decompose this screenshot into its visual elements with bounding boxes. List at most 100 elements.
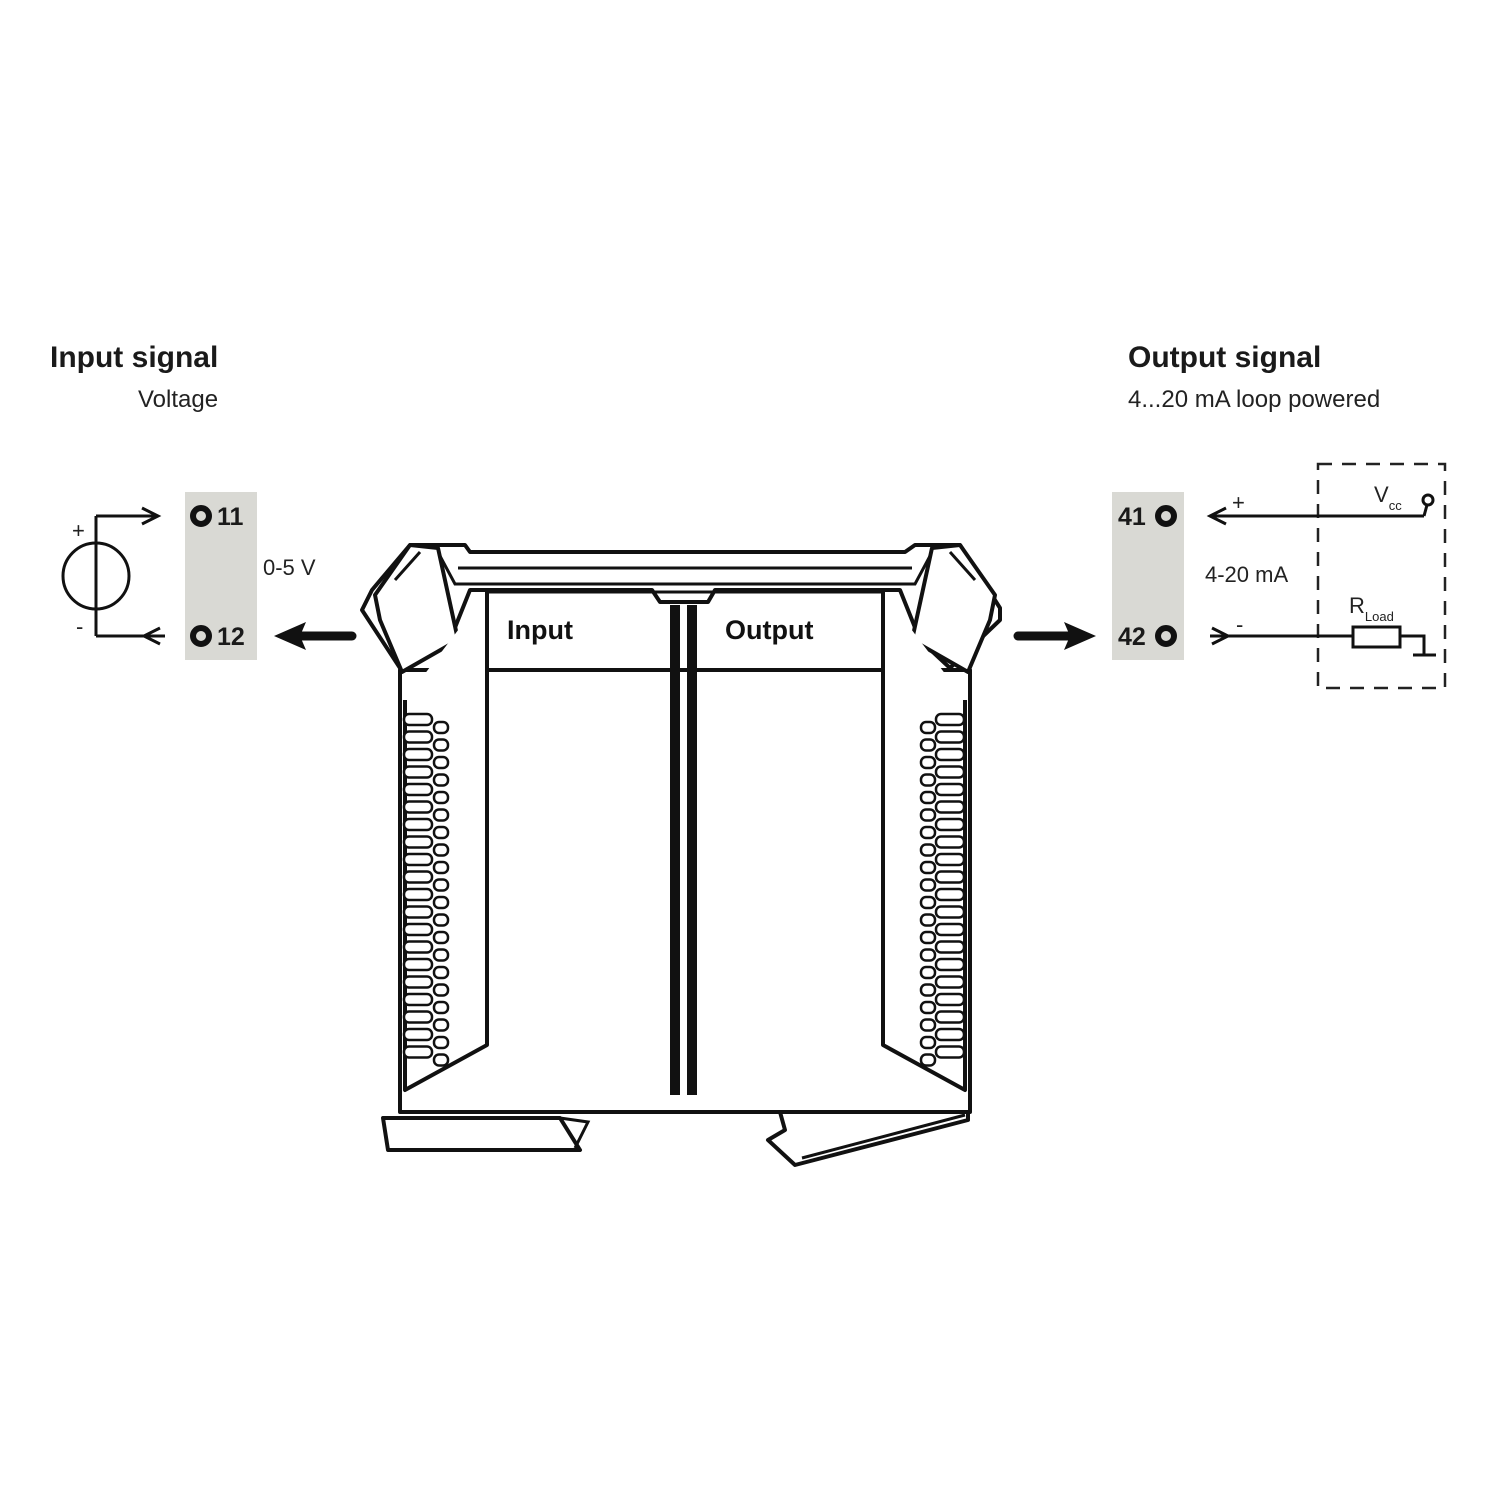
- rload-label: RLoad: [1349, 593, 1394, 624]
- vent-slot: [934, 747, 966, 762]
- vent-slot: [402, 817, 434, 832]
- vent-slot: [919, 930, 937, 945]
- vent-slot: [402, 800, 434, 814]
- vent-slot: [934, 782, 966, 797]
- vent-slot: [402, 1027, 434, 1042]
- vent-slot: [934, 765, 966, 779]
- terminal-12-icon: [190, 625, 212, 647]
- vent-slot: [402, 870, 434, 884]
- separator-bar: [670, 605, 680, 1095]
- din-rail-module: [360, 543, 1002, 1167]
- vent-slot: [432, 843, 450, 857]
- input-minus-label: -: [76, 614, 83, 639]
- vent-slot: [919, 965, 937, 980]
- vent-slot: [934, 730, 966, 744]
- vent-slot: [919, 878, 937, 892]
- vcc-label: Vcc: [1374, 482, 1402, 513]
- vent-slot: [432, 1053, 450, 1067]
- terminal-11-label: 11: [217, 503, 244, 531]
- vent-slot: [934, 1045, 966, 1059]
- vent-slot: [919, 860, 937, 875]
- vent-slot: [402, 1045, 434, 1059]
- vent-slot: [402, 1010, 434, 1024]
- rload-text: R: [1349, 593, 1365, 618]
- output-plus-label: +: [1232, 490, 1245, 515]
- vent-slot: [919, 983, 937, 997]
- vent-slot: [919, 825, 937, 840]
- input-signal-title: Input signal: [50, 341, 218, 374]
- vent-slot: [402, 887, 434, 902]
- output-signal-subtitle: 4...20 mA loop powered: [1128, 386, 1380, 413]
- arrow-left-icon: [274, 622, 357, 650]
- vent-slot: [402, 922, 434, 937]
- vent-slot: [432, 790, 450, 805]
- vent-slot: [934, 870, 966, 884]
- vent-slot: [402, 852, 434, 867]
- input-signal-subtitle: Voltage: [138, 386, 218, 413]
- vcc-text: V: [1374, 482, 1389, 507]
- vent-slot: [919, 1000, 937, 1015]
- vent-slot: [432, 860, 450, 875]
- vent-slot: [919, 1035, 937, 1050]
- terminal-41-label: 41: [1118, 503, 1146, 531]
- separator-bar: [687, 605, 697, 1095]
- vent-slot: [934, 712, 966, 727]
- vent-slot: [432, 1035, 450, 1050]
- vent-slot: [402, 992, 434, 1007]
- input-range-label: 0-5 V: [263, 555, 316, 580]
- vent-slot: [432, 825, 450, 840]
- vcc-subscript: cc: [1389, 498, 1403, 513]
- vent-slot: [934, 817, 966, 832]
- vent-slot: [919, 1018, 937, 1032]
- vent-slot: [934, 852, 966, 867]
- vent-slot: [934, 922, 966, 937]
- vent-slot: [934, 800, 966, 814]
- vent-slot: [432, 965, 450, 980]
- output-signal-title: Output signal: [1128, 341, 1321, 374]
- arrow-right-icon: [1013, 622, 1096, 650]
- vent-slot: [432, 738, 450, 752]
- vent-slot: [919, 948, 937, 962]
- vent-slot: [934, 905, 966, 919]
- vent-slot: [919, 895, 937, 910]
- vent-slot: [934, 1010, 966, 1024]
- terminal-42-label: 42: [1118, 623, 1146, 651]
- vent-slot: [402, 975, 434, 989]
- vent-slot: [402, 957, 434, 972]
- vent-slot: [432, 755, 450, 770]
- vent-slot: [432, 773, 450, 787]
- vent-slot: [934, 975, 966, 989]
- input-plus-label: +: [72, 518, 85, 543]
- vent-slot: [432, 930, 450, 945]
- vent-slot: [919, 808, 937, 822]
- vent-slot: [402, 747, 434, 762]
- vent-slot: [432, 1000, 450, 1015]
- vent-slot: [919, 913, 937, 927]
- device-output-label: Output: [725, 615, 813, 645]
- vent-slot: [919, 755, 937, 770]
- vcc-terminal-icon: [1421, 493, 1435, 507]
- vent-slot: [432, 1018, 450, 1032]
- vent-slot: [934, 940, 966, 954]
- vent-slot: [919, 720, 937, 735]
- vent-slot: [402, 940, 434, 954]
- output-minus-label: -: [1236, 612, 1243, 637]
- vent-slot: [402, 782, 434, 797]
- terminal-12-label: 12: [217, 623, 245, 651]
- vent-slot: [402, 835, 434, 849]
- terminal-41-icon: [1155, 505, 1177, 527]
- vent-slot: [934, 887, 966, 902]
- vent-slots-left: [402, 712, 450, 1067]
- vent-slot: [402, 730, 434, 744]
- vent-slot: [432, 895, 450, 910]
- terminal-11-icon: [190, 505, 212, 527]
- vent-slot: [402, 712, 434, 727]
- vent-slot: [432, 913, 450, 927]
- voltage-source-icon: [61, 506, 165, 646]
- output-range-label: 4-20 mA: [1205, 562, 1288, 587]
- vent-slot: [919, 773, 937, 787]
- vent-slot: [919, 738, 937, 752]
- vent-slot: [934, 992, 966, 1007]
- vent-slots-right: [919, 712, 966, 1067]
